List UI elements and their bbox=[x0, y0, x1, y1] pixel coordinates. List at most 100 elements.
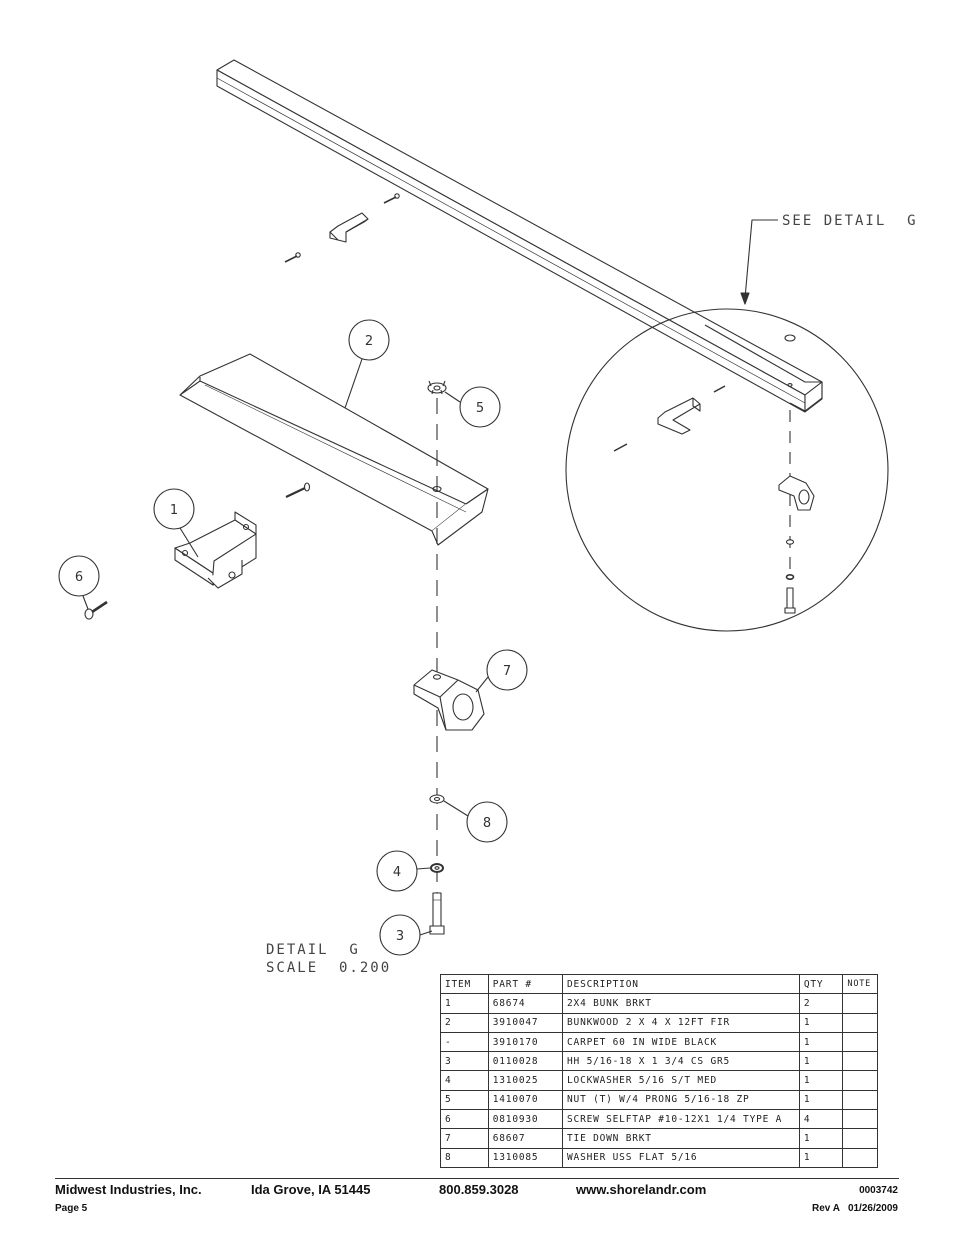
bracket-small-top bbox=[329, 212, 369, 243]
detail-board-end bbox=[704, 324, 823, 412]
bom-cell-item: 4 bbox=[440, 1070, 489, 1091]
bom-cell-description: HH 5/16-18 X 1 3/4 CS GR5 bbox=[562, 1051, 800, 1072]
bom-cell-note bbox=[842, 1089, 878, 1111]
bom-cell-qty: 1 bbox=[798, 1031, 844, 1053]
bom-cell-qty: 1 bbox=[798, 1089, 844, 1111]
bom-cell-part: 0810930 bbox=[487, 1109, 564, 1130]
callout-4 bbox=[376, 850, 431, 892]
tie-down-bracket bbox=[413, 669, 485, 731]
bom-header-part: PART # bbox=[487, 973, 564, 995]
lockwasher bbox=[430, 863, 444, 873]
callout-8-label: 8 bbox=[483, 816, 491, 831]
bom-cell-item: 2 bbox=[440, 1012, 489, 1033]
table-row: 2 3910047 BUNKWOOD 2 X 4 X 12FT FIR 1 bbox=[440, 1012, 878, 1033]
bom-cell-part: 68607 bbox=[487, 1128, 564, 1149]
detail-g-circle bbox=[565, 308, 889, 632]
bom-header-qty: QTY bbox=[798, 973, 844, 995]
footer-website[interactable]: www.shorelandr.com bbox=[576, 1182, 707, 1197]
bom-cell-part: 1310025 bbox=[487, 1070, 564, 1091]
detail-bolt bbox=[784, 587, 796, 614]
screw-bunk bbox=[285, 482, 311, 498]
bom-cell-note bbox=[842, 1147, 878, 1168]
t-nut bbox=[427, 380, 447, 395]
callout-1-label: 1 bbox=[170, 503, 178, 518]
bill-of-materials-table: ITEM PART # DESCRIPTION QTY NOTE 1 68674… bbox=[440, 973, 878, 1168]
see-detail-label: SEE DETAIL G bbox=[782, 213, 918, 229]
hex-bolt bbox=[429, 892, 445, 935]
flat-washer bbox=[429, 794, 445, 804]
bunk-board-section bbox=[179, 353, 489, 546]
table-row: 8 1310085 WASHER USS FLAT 5/16 1 bbox=[440, 1147, 878, 1168]
footer-doc-number: 0003742 bbox=[859, 1185, 898, 1196]
self-tap-screw bbox=[84, 600, 108, 620]
detail-small-screw-1 bbox=[713, 385, 726, 393]
footer-divider bbox=[55, 1178, 899, 1179]
bom-cell-qty: 1 bbox=[798, 1012, 844, 1033]
screw-small-top bbox=[383, 193, 400, 204]
bom-cell-description: LOCKWASHER 5/16 S/T MED bbox=[562, 1070, 800, 1091]
bom-header-note: NOTE bbox=[842, 973, 878, 995]
detail-small-screw-2 bbox=[613, 443, 628, 452]
bom-cell-item: 3 bbox=[440, 1051, 489, 1072]
footer-page: Page 5 bbox=[55, 1203, 88, 1214]
bom-cell-note bbox=[842, 1128, 878, 1149]
callout-6-label: 6 bbox=[75, 570, 83, 585]
bom-cell-description: NUT (T) W/4 PRONG 5/16-18 ZP bbox=[562, 1089, 800, 1111]
bom-header-row: ITEM PART # DESCRIPTION QTY NOTE bbox=[440, 973, 878, 995]
bom-cell-item: 7 bbox=[440, 1128, 489, 1149]
bom-cell-item: 8 bbox=[440, 1147, 489, 1168]
bom-cell-item: 5 bbox=[440, 1089, 489, 1111]
bom-cell-description: 2X4 BUNK BRKT bbox=[562, 993, 800, 1014]
detail-scale: SCALE 0.200 bbox=[266, 960, 391, 976]
bom-cell-description: SCREW SELFTAP #10-12X1 1/4 TYPE A bbox=[562, 1109, 800, 1130]
footer-phone: 800.859.3028 bbox=[439, 1182, 519, 1197]
callout-8 bbox=[443, 800, 508, 843]
table-row: 6 0810930 SCREW SELFTAP #10-12X1 1/4 TYP… bbox=[440, 1109, 878, 1130]
bom-cell-item: 1 bbox=[440, 993, 489, 1014]
bom-cell-part: 3910170 bbox=[487, 1031, 564, 1053]
footer-revision: Rev A 01/26/2009 bbox=[812, 1203, 898, 1214]
table-row: 7 68607 TIE DOWN BRKT 1 bbox=[440, 1128, 878, 1149]
bom-cell-description: TIE DOWN BRKT bbox=[562, 1128, 800, 1149]
bom-cell-part: 1310085 bbox=[487, 1147, 564, 1168]
bom-cell-qty: 1 bbox=[798, 1128, 844, 1149]
callout-1 bbox=[153, 488, 199, 558]
detail-title: DETAIL G bbox=[266, 942, 360, 958]
bom-cell-note bbox=[842, 1031, 878, 1053]
callout-4-label: 4 bbox=[393, 865, 401, 880]
bom-cell-part: 0110028 bbox=[487, 1051, 564, 1072]
table-row: 4 1310025 LOCKWASHER 5/16 S/T MED 1 bbox=[440, 1070, 878, 1091]
callout-7-label: 7 bbox=[503, 664, 511, 679]
callout-3-label: 3 bbox=[396, 929, 404, 944]
callout-2-label: 2 bbox=[365, 334, 373, 349]
bom-cell-item: 6 bbox=[440, 1109, 489, 1130]
callout-5 bbox=[444, 386, 501, 428]
table-row: 1 68674 2X4 BUNK BRKT 2 bbox=[440, 993, 878, 1014]
bom-cell-note bbox=[842, 1109, 878, 1130]
bom-cell-note bbox=[842, 993, 878, 1014]
bunk-board-long bbox=[216, 59, 823, 413]
bom-cell-note bbox=[842, 1012, 878, 1033]
callout-6 bbox=[58, 555, 100, 610]
screw-small-left bbox=[284, 252, 301, 263]
table-row: 3 0110028 HH 5/16-18 X 1 3/4 CS GR5 1 bbox=[440, 1051, 878, 1072]
detail-washer bbox=[785, 539, 795, 545]
table-row: 5 1410070 NUT (T) W/4 PRONG 5/16-18 ZP 1 bbox=[440, 1089, 878, 1111]
see-detail-leader bbox=[740, 219, 778, 305]
bom-cell-part: 1410070 bbox=[487, 1089, 564, 1111]
detail-small-bracket bbox=[657, 397, 701, 435]
bom-cell-qty: 1 bbox=[798, 1147, 844, 1168]
callout-5-label: 5 bbox=[476, 401, 484, 416]
bom-cell-part: 3910047 bbox=[487, 1012, 564, 1033]
bom-cell-qty: 1 bbox=[798, 1051, 844, 1072]
bom-cell-description: BUNKWOOD 2 X 4 X 12FT FIR bbox=[562, 1012, 800, 1033]
callout-2 bbox=[344, 319, 390, 409]
bom-cell-note bbox=[842, 1051, 878, 1072]
bom-cell-item: - bbox=[440, 1031, 489, 1053]
bom-cell-part: 68674 bbox=[487, 993, 564, 1014]
table-row: - 3910170 CARPET 60 IN WIDE BLACK 1 bbox=[440, 1031, 878, 1053]
footer-company: Midwest Industries, Inc. bbox=[55, 1182, 202, 1197]
bom-cell-description: WASHER USS FLAT 5/16 bbox=[562, 1147, 800, 1168]
footer-city: Ida Grove, IA 51445 bbox=[251, 1182, 371, 1197]
